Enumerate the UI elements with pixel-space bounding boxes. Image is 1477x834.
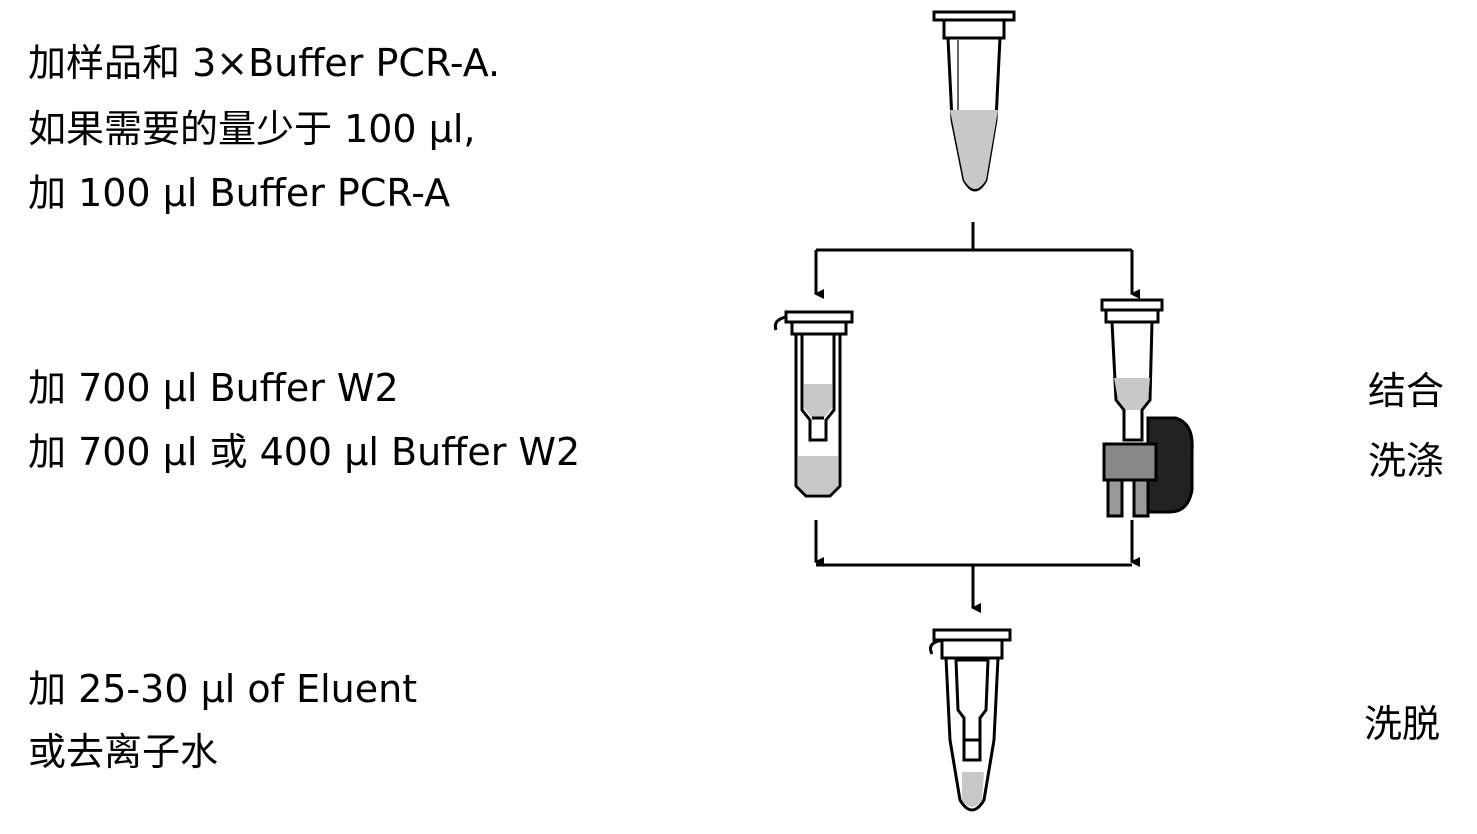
split-connector (814, 222, 1140, 299)
step3-line2: 或去离子水 (28, 730, 219, 774)
vacuum-manifold-column-icon (1100, 298, 1194, 518)
step1-line2: 如果需要的量少于 100 μl, (28, 107, 476, 151)
sample-tube-icon (932, 10, 1016, 192)
label-bind: 结合 (1368, 369, 1445, 413)
step1-line1: 加样品和 3×Buffer PCR-A. (28, 41, 501, 85)
step2-line1: 加 700 μl Buffer W2 (28, 366, 399, 410)
step3-line1: 加 25-30 μl of Eluent (28, 667, 418, 711)
label-elute: 洗脱 (1364, 702, 1441, 746)
step1-line3: 加 100 μl Buffer PCR-A (28, 171, 451, 215)
merge-connector (814, 520, 1140, 613)
elution-tube-icon (929, 628, 1012, 812)
label-wash: 洗涤 (1368, 439, 1445, 483)
spin-column-centrifuge-icon (773, 310, 854, 498)
step2-line2: 加 700 μl 或 400 μl Buffer W2 (28, 430, 581, 474)
